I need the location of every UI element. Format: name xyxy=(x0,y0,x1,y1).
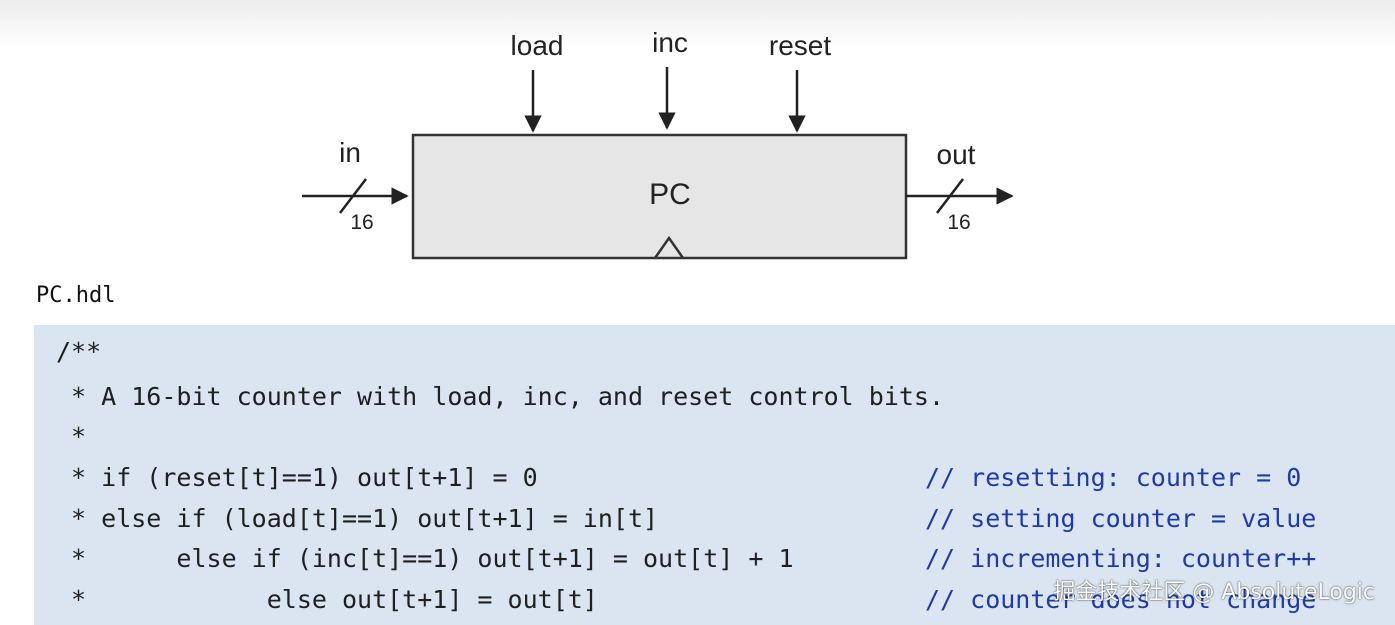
pin-label-inc: inc xyxy=(652,27,688,58)
code-line: * else out[t+1] = out[t] xyxy=(56,585,598,614)
chip-name: PC xyxy=(649,178,691,211)
file-name: PC.hdl xyxy=(36,283,116,308)
code-comment: // incrementing: counter++ xyxy=(925,544,1317,573)
pin-label-in: in xyxy=(339,137,361,168)
top-fade xyxy=(0,0,1395,48)
pin-label-reset: reset xyxy=(769,30,831,61)
code-line: /** xyxy=(56,337,102,366)
pin-label-out: out xyxy=(937,139,976,170)
code-comment: // resetting: counter = 0 xyxy=(925,463,1302,492)
code-comment: // counter does not change xyxy=(925,585,1317,614)
code-line: * A 16-bit counter with load, inc, and r… xyxy=(56,382,945,411)
clock-triangle-icon xyxy=(653,235,685,259)
code-line: * else if (load[t]==1) out[t+1] = in[t] xyxy=(56,504,659,533)
bus-width-in: 16 xyxy=(350,211,373,234)
bus-width-out: 16 xyxy=(947,211,970,234)
code-line: * xyxy=(56,422,87,451)
code-line: * if (reset[t]==1) out[t+1] = 0 xyxy=(56,463,538,492)
code-panel: /** * A 16-bit counter with load, inc, a… xyxy=(34,325,1395,625)
chip-body xyxy=(411,133,908,260)
code-line: * else if (inc[t]==1) out[t+1] = out[t] … xyxy=(56,544,794,573)
bus-slash-out xyxy=(936,178,964,214)
bus-slash-in xyxy=(339,178,367,214)
watermark: 掘金技术社区 @ AbsoluteLogic xyxy=(1053,580,1375,605)
pc-chip-diagram: PC load inc reset in 16 out 16 xyxy=(302,27,1014,260)
pin-label-load: load xyxy=(511,30,564,61)
code-comment: // setting counter = value xyxy=(925,504,1317,533)
